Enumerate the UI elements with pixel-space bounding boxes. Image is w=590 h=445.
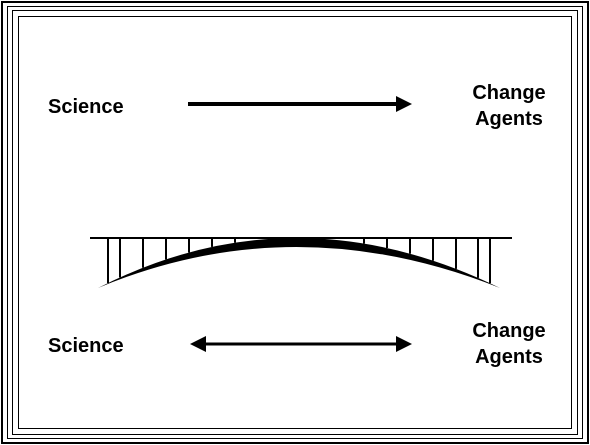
middle-border — [7, 6, 583, 439]
arch-bridge-icon — [90, 237, 512, 288]
bridge-hangers — [107, 238, 491, 284]
change-agents-bottom-line1: Change — [472, 320, 546, 342]
one-way-right-arrow — [188, 96, 412, 112]
change-agents-top-line1: Change — [472, 82, 546, 104]
change-agents-top-line2: Agents — [475, 108, 543, 130]
science-label-bottom: Science — [48, 335, 124, 357]
change-agents-label-bottom: Change Agents — [464, 318, 554, 370]
second-middle-border — [12, 10, 578, 435]
science-label-top: Science — [48, 96, 124, 118]
two-way-arrow — [190, 336, 412, 352]
inner-border — [18, 16, 572, 429]
change-agents-label-top: Change Agents — [464, 80, 554, 132]
change-agents-bottom-line2: Agents — [475, 346, 543, 368]
